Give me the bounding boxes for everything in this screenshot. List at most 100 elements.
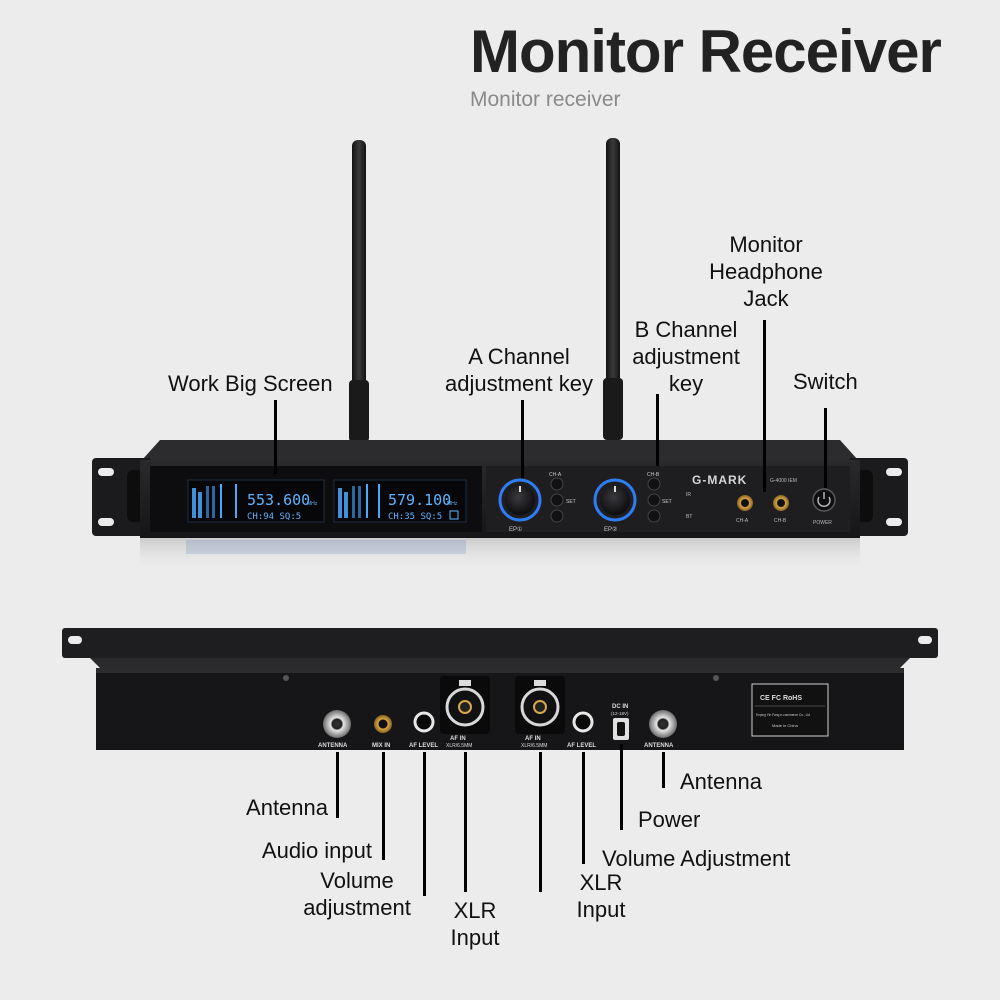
certification-label: CE FC RoHS Enping Yin Fang e-commerce Co… <box>751 683 829 737</box>
label-switch: Switch <box>793 369 858 394</box>
jack-ch-a-label: CH-A <box>736 518 749 524</box>
jack-ch-b-label: CH-B <box>774 518 787 524</box>
callout-line-volume-left <box>423 752 426 896</box>
label-xlr-input-left: XLR Input <box>430 897 520 951</box>
label-power: Power <box>638 807 701 832</box>
callout-line-antenna-right <box>662 752 665 788</box>
rear-antenna-left-label: ANTENNA <box>318 743 348 749</box>
rear-antenna-right-connector[interactable]: ANTENNA <box>644 710 677 749</box>
model-label: G-4000 IEM <box>770 478 797 484</box>
antenna-right <box>603 138 623 440</box>
rear-antenna-right-label: ANTENNA <box>644 743 674 749</box>
callout-line-power <box>620 744 623 830</box>
ch-b-set-label: SET <box>662 499 672 505</box>
lcd-b-unit: MHz <box>447 501 458 507</box>
mix-in-jack[interactable]: MIX IN <box>372 715 392 749</box>
label-headphone-line2: Headphone <box>709 259 823 284</box>
brand-logo: G-MARK <box>692 473 747 487</box>
label-b-channel-line1: B Channel <box>634 317 738 342</box>
ch-a-key-label: CH-A <box>549 472 562 478</box>
af-in-right-sub: XLR/6.5MM <box>521 743 547 749</box>
label-xlr-input-right: XLR Input <box>556 869 646 923</box>
rear-panel: ANTENNA ANTENNA MIX IN AF LEVEL AF IN XL… <box>62 628 938 750</box>
af-level-left-label: AF LEVEL <box>409 743 438 749</box>
bt-label: BT <box>686 514 692 520</box>
callout-line-a-channel <box>521 400 524 478</box>
label-work-big-screen: Work Big Screen <box>168 371 333 396</box>
label-volume-line1: Volume <box>320 868 394 893</box>
label-a-channel-line1: A Channel <box>468 344 570 369</box>
callout-line-xlr-right <box>539 752 542 892</box>
label-xlr-left-line2: Input <box>450 925 500 950</box>
label-b-channel: B Channel adjustment key <box>618 316 754 397</box>
label-monitor-headphone-jack: Monitor Headphone Jack <box>696 231 836 312</box>
af-in-right-label: AF IN <box>525 736 541 742</box>
callout-line-b-channel <box>656 394 659 466</box>
dc-in-label: DC IN <box>612 704 628 710</box>
label-audio-input: Audio input <box>261 838 372 863</box>
made-in-text: Made in China <box>772 723 799 728</box>
headphone-jack-b[interactable] <box>773 495 789 511</box>
label-volume-adjustment-left: Volume adjustment <box>294 867 420 921</box>
label-volume-adjustment-right: Volume Adjustment <box>602 846 791 871</box>
power-switch-label: POWER <box>813 520 832 526</box>
callout-line-xlr-left <box>464 752 467 892</box>
ir-label: IR <box>686 492 691 498</box>
lcd-a-frequency: 553.600 <box>247 491 310 509</box>
ch-b-up-button[interactable] <box>647 477 661 491</box>
label-a-channel: A Channel adjustment key <box>430 343 608 397</box>
rear-antenna-left-connector[interactable]: ANTENNA <box>318 710 351 749</box>
label-headphone-line1: Monitor <box>729 232 803 257</box>
callout-line-headphone <box>763 320 766 492</box>
page-title: Monitor Receiver <box>470 18 942 85</box>
label-b-channel-line2: adjustment <box>632 344 740 369</box>
lcd-b-frequency: 579.100 <box>388 491 451 509</box>
ch-a-set-label: SET <box>566 499 576 505</box>
ch-b-key-label: CH-B <box>647 472 660 478</box>
ch-a-set-button[interactable] <box>550 493 564 507</box>
label-xlr-right-line1: XLR <box>579 870 623 895</box>
af-in-left-sub: XLR/6.5MM <box>446 743 472 749</box>
label-headphone-line3: Jack <box>743 286 789 311</box>
channel-b-knob[interactable]: EP② <box>593 478 637 533</box>
page-subtitle: Monitor receiver <box>470 88 621 111</box>
front-panel: 553.600 MHz CH:94 SQ:5 579.100 MHz CH:35… <box>92 440 908 572</box>
cert-marks: CE FC RoHS <box>760 695 802 702</box>
xlr-input-left[interactable]: AF IN XLR/6.5MM <box>440 676 490 749</box>
label-xlr-left-line1: XLR <box>453 898 497 923</box>
power-icon <box>817 496 831 507</box>
dc-in-port[interactable]: DC IN (12-18V) <box>611 704 629 740</box>
af-in-left-label: AF IN <box>450 736 466 742</box>
headphone-jack-a[interactable] <box>737 495 753 511</box>
channel-a-knob[interactable]: EP① <box>498 478 542 533</box>
ep-a-label: EP① <box>509 526 522 533</box>
af-level-left-knob[interactable]: AF LEVEL <box>409 711 438 749</box>
callout-line-screen <box>274 400 277 474</box>
ch-a-down-button[interactable] <box>550 509 564 523</box>
label-b-channel-line3: key <box>668 371 704 396</box>
ch-a-up-button[interactable] <box>550 477 564 491</box>
label-antenna-right: Antenna <box>680 769 762 794</box>
company-text: Enping Yin Fang e-commerce Co., Ltd <box>756 713 810 717</box>
label-volume-line2: adjustment <box>303 895 411 920</box>
ch-b-down-button[interactable] <box>647 509 661 523</box>
ch-b-set-button[interactable] <box>647 493 661 507</box>
power-switch[interactable]: POWER <box>812 488 836 526</box>
xlr-input-right[interactable]: AF IN XLR/6.5MM <box>515 676 565 749</box>
mix-in-label: MIX IN <box>372 743 390 749</box>
lcd-a-info: CH:94 SQ:5 <box>247 512 301 522</box>
dc-in-voltage: (12-18V) <box>611 711 629 716</box>
label-a-channel-line2: adjustment key <box>445 371 593 396</box>
antenna-left <box>349 140 369 442</box>
label-antenna-left: Antenna <box>246 795 328 820</box>
lcd-a-unit: MHz <box>307 501 318 507</box>
lcd-screen-b: 579.100 MHz CH:35 SQ:5 <box>333 479 467 523</box>
af-level-right-knob[interactable]: AF LEVEL <box>567 711 596 749</box>
ep-b-label: EP② <box>604 526 617 533</box>
callout-line-volume-right <box>582 752 585 864</box>
lcd-b-info: CH:35 SQ:5 <box>388 512 442 522</box>
lcd-screen-a: 553.600 MHz CH:94 SQ:5 <box>187 479 325 523</box>
callout-line-switch <box>824 408 827 488</box>
af-level-right-label: AF LEVEL <box>567 743 596 749</box>
